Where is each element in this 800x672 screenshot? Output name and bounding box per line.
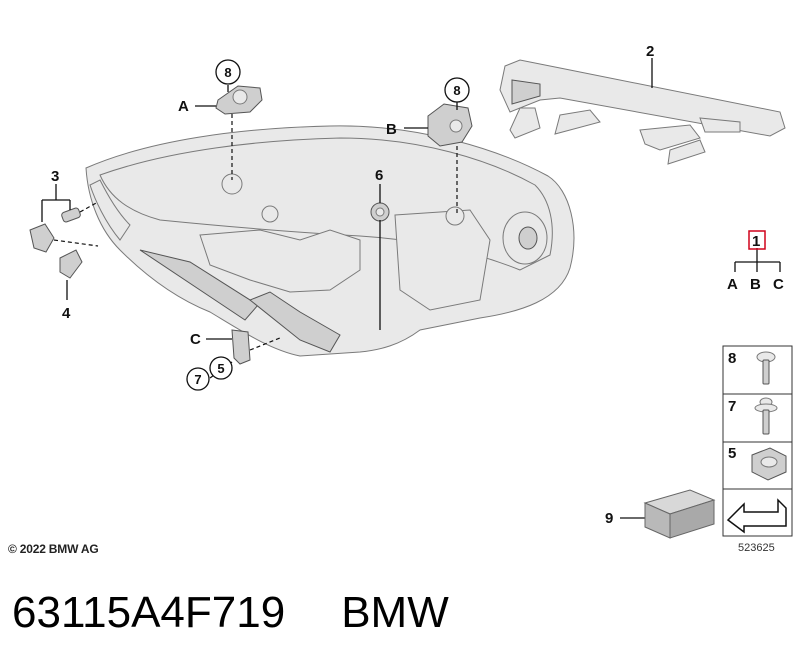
legend-item-8: 8 bbox=[728, 350, 776, 385]
callout-5: 5 bbox=[209, 356, 233, 380]
brand-name: BMW bbox=[341, 588, 449, 637]
highlight-box-1 bbox=[748, 230, 766, 250]
svg-text:8: 8 bbox=[453, 83, 460, 98]
callout-7: 7 bbox=[186, 367, 210, 391]
parts-diagram: 8 A 8 B 6 2 3 4 C 5 7 1 A B C 8 7 bbox=[29, 43, 793, 539]
tree-label-a: A bbox=[727, 276, 738, 293]
legend-panel: 8 7 5 bbox=[722, 345, 793, 537]
leader-lines bbox=[41, 58, 781, 519]
callout-9: 9 bbox=[605, 510, 613, 527]
clip-nut-icon bbox=[751, 447, 787, 481]
callout-3: 3 bbox=[51, 168, 59, 185]
svg-text:7: 7 bbox=[728, 398, 736, 415]
arrow-icon bbox=[726, 498, 787, 534]
copyright-notice: © 2022 BMW AG bbox=[8, 542, 99, 556]
svg-text:7: 7 bbox=[194, 372, 201, 387]
screw-with-washer-icon bbox=[754, 397, 778, 435]
part-6-adjuster bbox=[370, 202, 390, 330]
callout-b: B bbox=[386, 121, 397, 138]
screw-icon bbox=[756, 351, 776, 385]
callout-c: C bbox=[190, 331, 201, 348]
svg-text:5: 5 bbox=[217, 361, 224, 376]
tree-label-c: C bbox=[773, 276, 784, 293]
callout-6: 6 bbox=[375, 167, 383, 184]
headlight-housing bbox=[85, 125, 575, 357]
part-a-bracket bbox=[215, 85, 263, 115]
image-number: 523625 bbox=[738, 542, 775, 554]
part-3-connector bbox=[29, 207, 81, 253]
callout-8-top-right: 8 bbox=[444, 77, 470, 103]
svg-text:5: 5 bbox=[728, 445, 736, 462]
part-number: 63115A4F719 bbox=[12, 588, 286, 637]
legend-item-7: 7 bbox=[728, 397, 778, 435]
svg-text:8: 8 bbox=[728, 350, 736, 367]
part-c-clip bbox=[231, 329, 251, 365]
legend-item-5: 5 bbox=[728, 445, 787, 481]
footer-caption: 63115A4F719 BMW bbox=[12, 588, 449, 638]
tree-label-b: B bbox=[750, 276, 761, 293]
part-2-bracket bbox=[499, 59, 786, 165]
svg-text:8: 8 bbox=[224, 65, 231, 80]
callout-1: 1 bbox=[752, 233, 760, 250]
part-4-connector bbox=[59, 249, 83, 279]
callout-a: A bbox=[178, 98, 189, 115]
part-9-kit-box bbox=[643, 489, 716, 539]
part-b-bracket bbox=[427, 103, 473, 147]
callout-2: 2 bbox=[646, 43, 654, 60]
callout-4: 4 bbox=[62, 305, 71, 322]
callout-8-top-left: 8 bbox=[215, 59, 241, 85]
